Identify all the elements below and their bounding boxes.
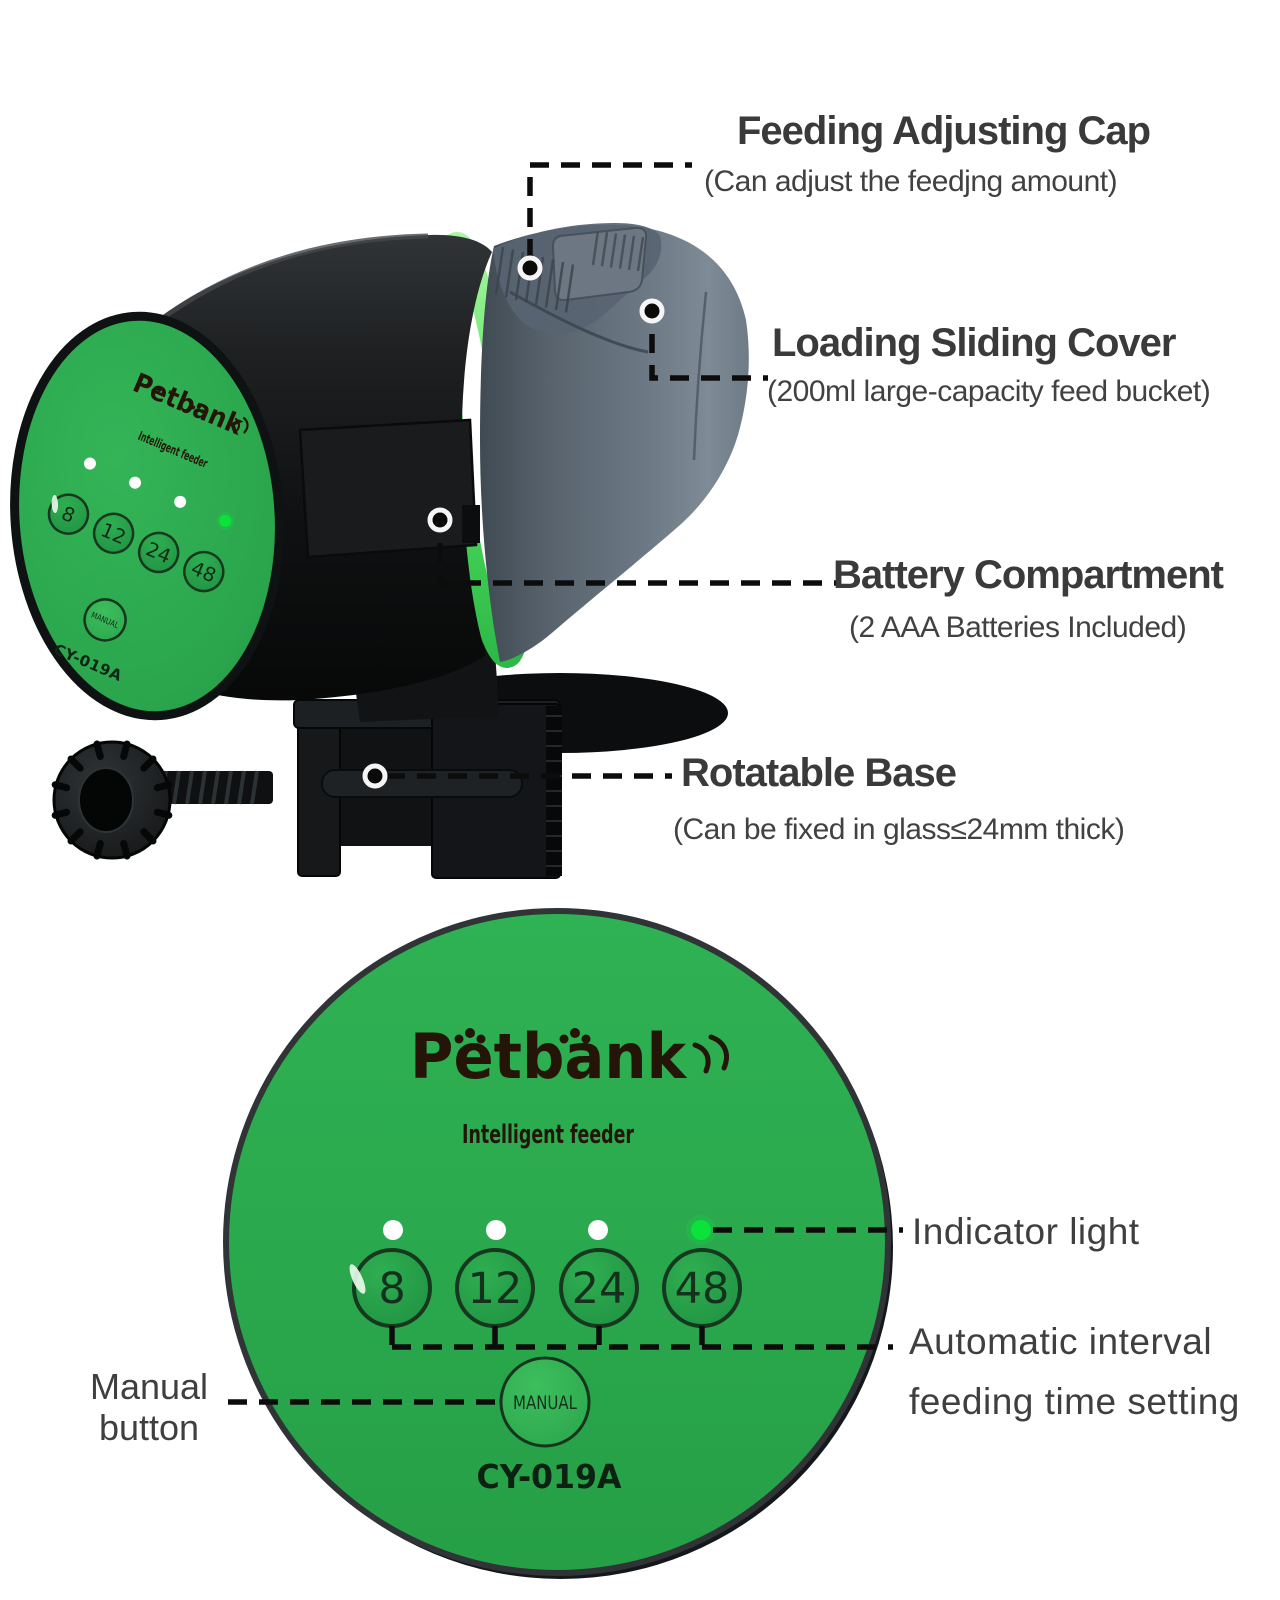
face-button-12 xyxy=(92,512,135,555)
callout-subtitle-base: (Can be fixed in glass≤24mm thick) xyxy=(673,813,1125,846)
battery-door xyxy=(298,418,478,559)
bucket-side-seam xyxy=(692,291,708,461)
button-48-label: 48 xyxy=(675,1264,730,1314)
callout-title-base: Rotatable Base xyxy=(681,751,957,795)
panel-tagline: Intelligent feeder xyxy=(462,1120,634,1150)
anchor-dot-feeding-cap xyxy=(517,255,543,281)
panel-indicator-lights xyxy=(383,1215,716,1245)
manual-button xyxy=(499,1356,591,1448)
face-indicator-light-24 xyxy=(174,495,187,508)
feed-bucket xyxy=(480,223,749,662)
control-face: Petbank Intelligent feeder xyxy=(10,311,284,721)
label-indicator-light: Indicator light xyxy=(912,1211,1140,1252)
face-button-24 xyxy=(137,531,180,574)
button-12-label: 12 xyxy=(468,1264,523,1314)
connector-feeding-cap xyxy=(527,162,692,258)
callout-connectors xyxy=(228,162,903,1405)
anchor-dot-loading-cover xyxy=(639,298,665,324)
face-paw-dots xyxy=(151,387,205,414)
button-8-highlight xyxy=(349,1264,366,1294)
indicator-light-24 xyxy=(588,1220,608,1240)
face-indicator-light-48 xyxy=(219,514,232,527)
callout-subtitle-loading-cover: (200ml large-capacity feed bucket) xyxy=(767,375,1211,408)
label-interval-line2: feeding time setting xyxy=(909,1381,1240,1422)
face-indicator-lights xyxy=(83,457,235,530)
face-buttons xyxy=(47,493,225,593)
callout-subtitle-battery: (2 AAA Batteries Included) xyxy=(849,611,1187,644)
label-interval-line1: Automatic interval xyxy=(909,1321,1213,1362)
callout-anchor-dots xyxy=(362,255,665,789)
button-8-label: 8 xyxy=(378,1264,405,1314)
panel-paw-dots xyxy=(454,1028,591,1044)
panel-buttons xyxy=(352,1248,742,1328)
indicator-light-12 xyxy=(486,1220,506,1240)
rotatable-base-clamp xyxy=(51,622,728,879)
label-manual-line2: button xyxy=(98,1407,200,1448)
manual-button-label: MANUAL xyxy=(513,1392,577,1414)
indicator-light-48 xyxy=(691,1220,711,1240)
panel-button-numbers: 8 12 24 48 xyxy=(378,1264,729,1314)
anchor-dot-base xyxy=(362,763,388,789)
cover-cap-plate xyxy=(551,226,648,302)
face-button-8 xyxy=(47,493,90,535)
cover-ribs-right xyxy=(591,230,645,272)
battery-door-latch xyxy=(462,505,480,543)
label-manual-line1: Manual xyxy=(89,1366,209,1407)
panel-logo-swoosh xyxy=(692,1034,729,1074)
face-disc xyxy=(10,311,284,721)
button-24-label: 24 xyxy=(572,1264,627,1314)
face-button-48 xyxy=(183,550,225,593)
face-indicator-light-8 xyxy=(83,457,96,470)
device-photo: Petbank Intelligent feeder xyxy=(10,223,749,879)
panel-disc xyxy=(223,908,891,1576)
body-top-highlight xyxy=(158,233,429,323)
callout-subtitle-feeding-cap: (Can adjust the feedjng amount) xyxy=(704,165,1118,198)
knob-ribs xyxy=(51,740,173,860)
face-logo-swoosh xyxy=(234,417,249,434)
knob-hole xyxy=(78,767,134,833)
callout-title-loading-cover: Loading Sliding Cover xyxy=(772,321,1176,365)
panel-brand-logo: Petbank xyxy=(410,1020,688,1093)
bucket-body xyxy=(480,224,749,662)
callout-title-battery: Battery Compartment xyxy=(833,553,1224,597)
label-manual-button: Manual button xyxy=(58,1366,240,1448)
face-indicator-light-12 xyxy=(129,476,142,489)
connector-battery xyxy=(437,512,838,586)
face-manual-button xyxy=(83,598,127,642)
callout-title-feeding-cap: Feeding Adjusting Cap xyxy=(737,109,1151,153)
face-button-highlight xyxy=(51,495,59,514)
indicator-light-8 xyxy=(383,1220,403,1240)
connector-loading-cover xyxy=(649,303,768,381)
connector-interval-bracket xyxy=(389,1326,893,1350)
anchor-dot-battery xyxy=(427,507,453,533)
panel-model-number: CY-019A xyxy=(477,1457,622,1496)
panel-closeup: Petbank Intelligent feeder 8 12 24 48 xyxy=(223,908,893,1579)
